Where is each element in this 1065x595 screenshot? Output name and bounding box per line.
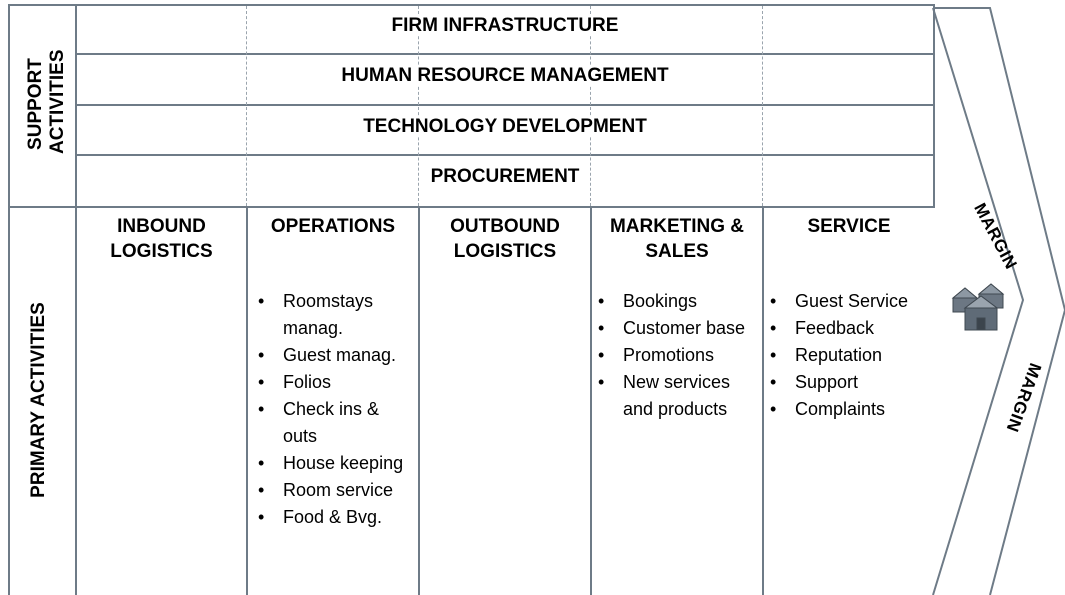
top-border bbox=[8, 4, 935, 6]
list-item: Feedback bbox=[768, 315, 932, 342]
support-guide-2 bbox=[418, 6, 419, 206]
support-guide-1 bbox=[246, 6, 247, 206]
list-item: New services and products bbox=[596, 369, 760, 423]
row-divider-2 bbox=[75, 104, 935, 106]
service-heading: SERVICE bbox=[807, 216, 891, 237]
operations-heading: OPERATIONS bbox=[270, 216, 396, 237]
row-divider-1 bbox=[75, 53, 935, 55]
marketing-sales-heading: MARKETING &SALES bbox=[609, 216, 745, 262]
list-item: Support bbox=[768, 369, 932, 396]
chevron-outer-edge bbox=[933, 7, 1065, 595]
support-activities-label: SUPPORT ACTIVITIES bbox=[25, 49, 68, 154]
houses-icon bbox=[951, 283, 1005, 331]
list-item: Roomstays manag. bbox=[256, 288, 416, 342]
list-item: Bookings bbox=[596, 288, 760, 315]
support-primary-divider bbox=[8, 206, 935, 208]
list-item: Folios bbox=[256, 369, 416, 396]
primary-divider-4 bbox=[762, 206, 764, 595]
firm-infrastructure-label: FIRM INFRASTRUCTURE bbox=[389, 15, 621, 36]
service-list: Guest Service Feedback Reputation Suppor… bbox=[768, 288, 932, 423]
list-item: Check ins & outs bbox=[256, 396, 416, 450]
chevron-inner-edge bbox=[932, 7, 1025, 595]
list-item: Guest Service bbox=[768, 288, 932, 315]
primary-divider-1 bbox=[246, 206, 248, 595]
list-item: Guest manag. bbox=[256, 342, 416, 369]
primary-activities-label: PRIMARY ACTIVITIES bbox=[28, 302, 49, 498]
human-resource-management-label: HUMAN RESOURCE MANAGEMENT bbox=[339, 65, 671, 86]
list-item: House keeping bbox=[256, 450, 416, 477]
margin-chevron bbox=[932, 7, 1065, 595]
list-item: Food & Bvg. bbox=[256, 504, 416, 531]
support-guide-3 bbox=[590, 6, 591, 206]
procurement-label: PROCUREMENT bbox=[428, 166, 582, 187]
list-item: Reputation bbox=[768, 342, 932, 369]
primary-divider-2 bbox=[418, 206, 420, 595]
operations-list: Roomstays manag. Guest manag. Folios Che… bbox=[256, 288, 416, 531]
primary-divider-3 bbox=[590, 206, 592, 595]
list-item: Room service bbox=[256, 477, 416, 504]
support-guide-4 bbox=[762, 6, 763, 206]
list-item: Complaints bbox=[768, 396, 932, 423]
list-item: Customer base bbox=[596, 315, 760, 342]
marketing-sales-list: Bookings Customer base Promotions New se… bbox=[596, 288, 760, 423]
list-item: Promotions bbox=[596, 342, 760, 369]
left-border bbox=[8, 4, 10, 595]
technology-development-label: TECHNOLOGY DEVELOPMENT bbox=[361, 116, 649, 137]
label-divider bbox=[75, 4, 77, 595]
row-divider-3 bbox=[75, 154, 935, 156]
